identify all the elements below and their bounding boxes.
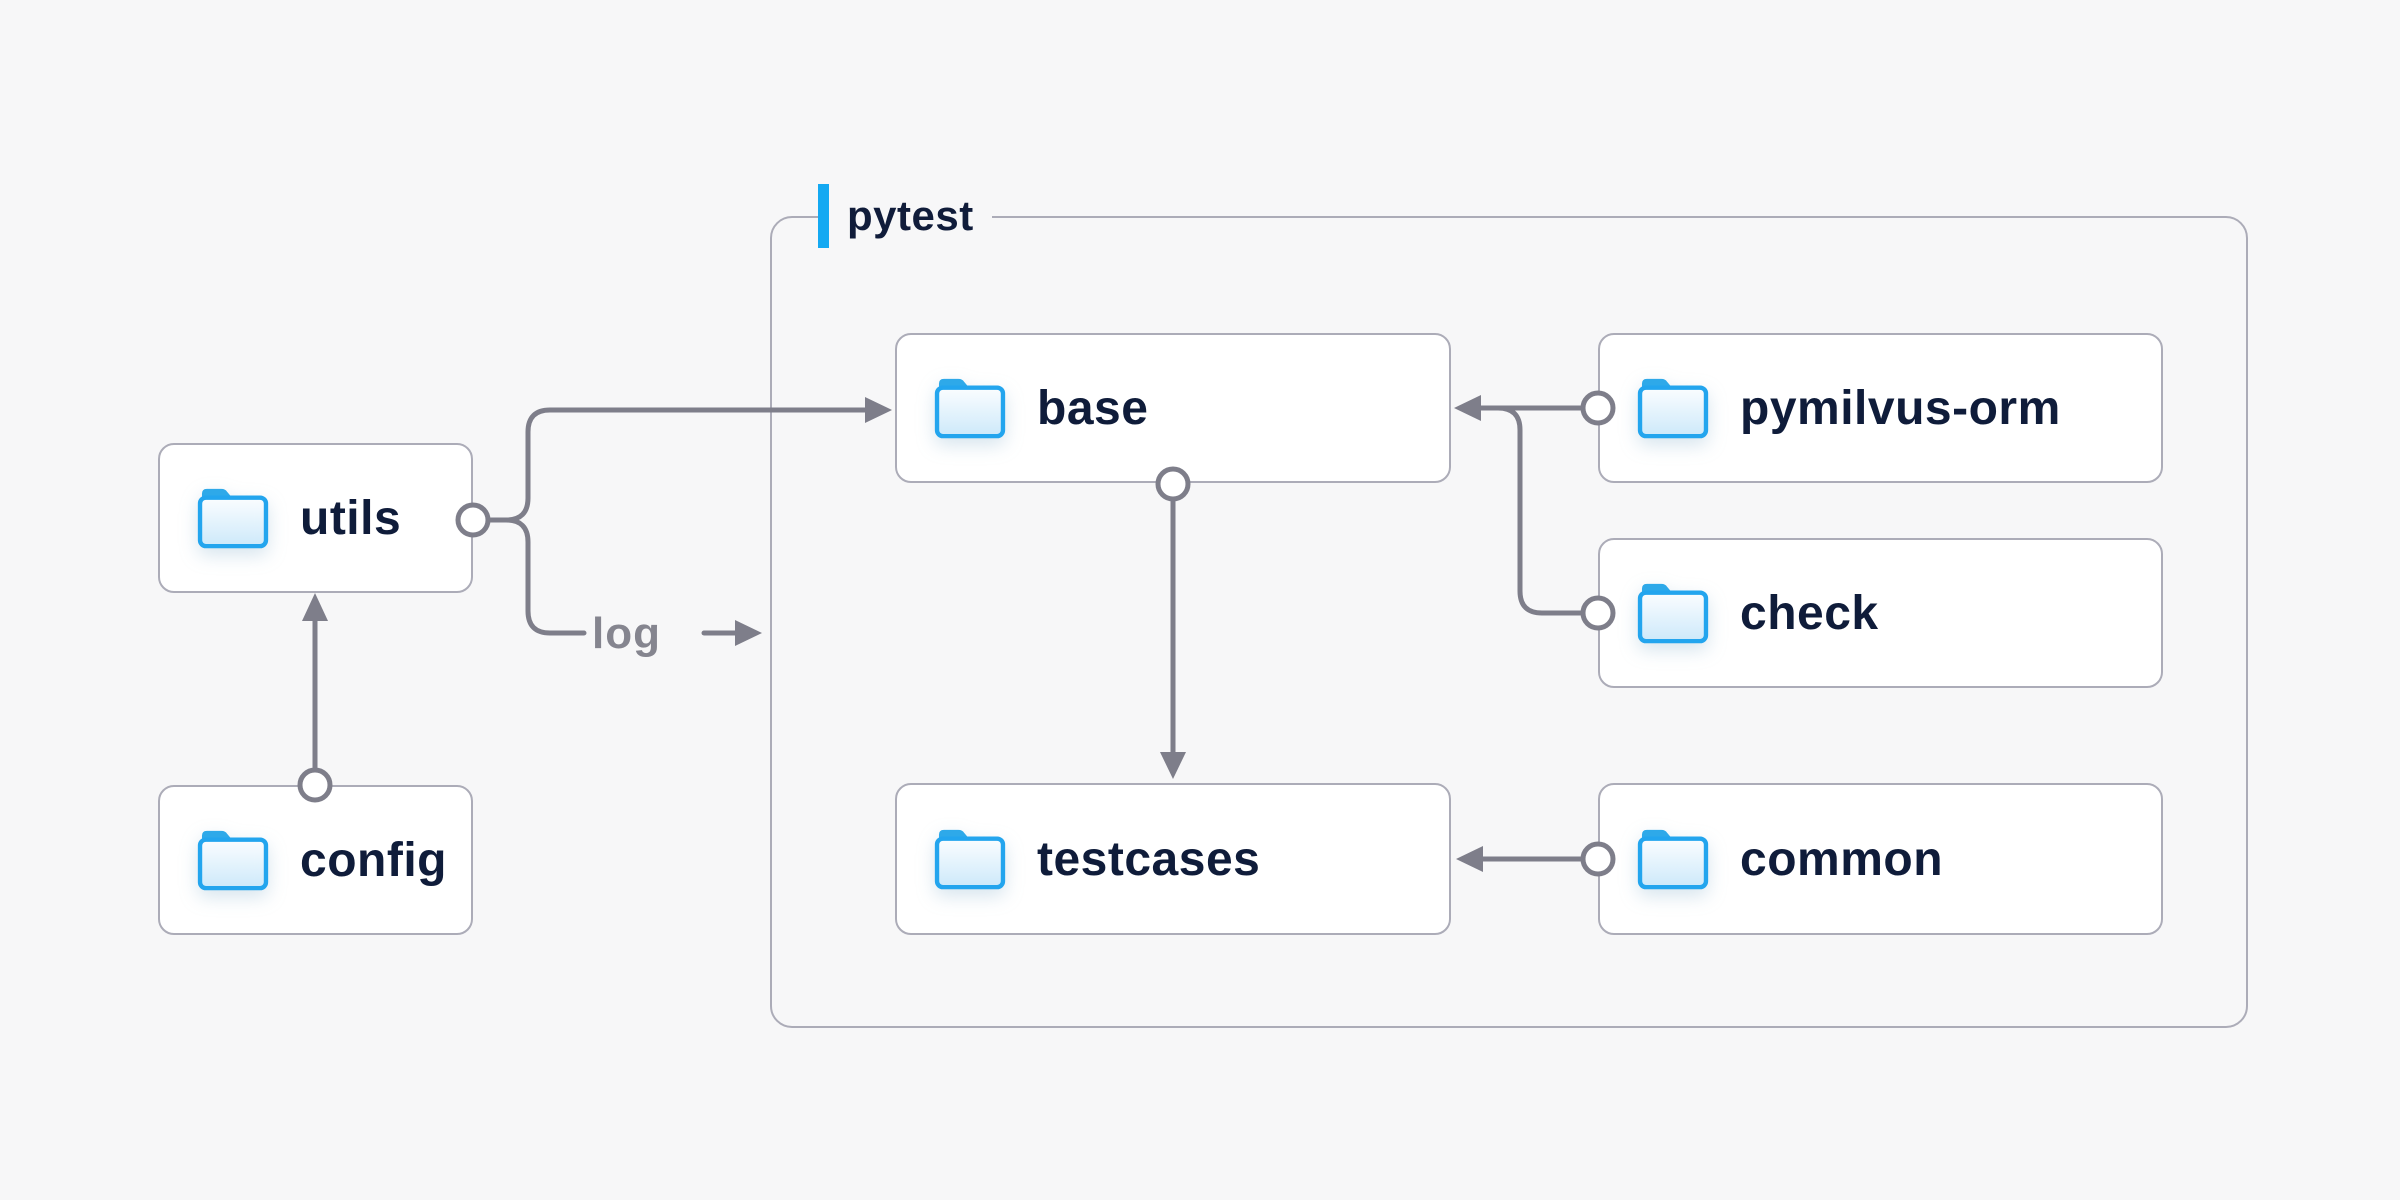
folder-icon <box>197 830 269 891</box>
pytest-group-title: pytest <box>847 192 974 239</box>
folder-icon <box>934 378 1006 439</box>
accent-bar <box>818 184 829 248</box>
node-label: testcases <box>1037 832 1261 886</box>
node-testcases: testcases <box>895 783 1451 935</box>
node-label: check <box>1740 586 1879 640</box>
folder-icon <box>1637 378 1709 439</box>
node-label: utils <box>300 491 402 545</box>
node-config: config <box>158 785 473 935</box>
node-utils: utils <box>158 443 473 593</box>
folder-icon <box>197 488 269 549</box>
node-pymilvus-orm: pymilvus-orm <box>1598 333 2163 483</box>
node-common: common <box>1598 783 2163 935</box>
node-label: pymilvus-orm <box>1740 381 2061 435</box>
folder-icon <box>1637 829 1709 890</box>
pytest-group-label: pytest <box>818 182 992 250</box>
folder-icon <box>934 829 1006 890</box>
folder-icon <box>1637 583 1709 644</box>
node-label: common <box>1740 832 1944 886</box>
node-check: check <box>1598 538 2163 688</box>
node-label: config <box>300 833 447 887</box>
node-base: base <box>895 333 1451 483</box>
pytest-group-box <box>770 216 2248 1028</box>
edge-label-log: log <box>592 609 661 658</box>
node-label: base <box>1037 381 1149 435</box>
